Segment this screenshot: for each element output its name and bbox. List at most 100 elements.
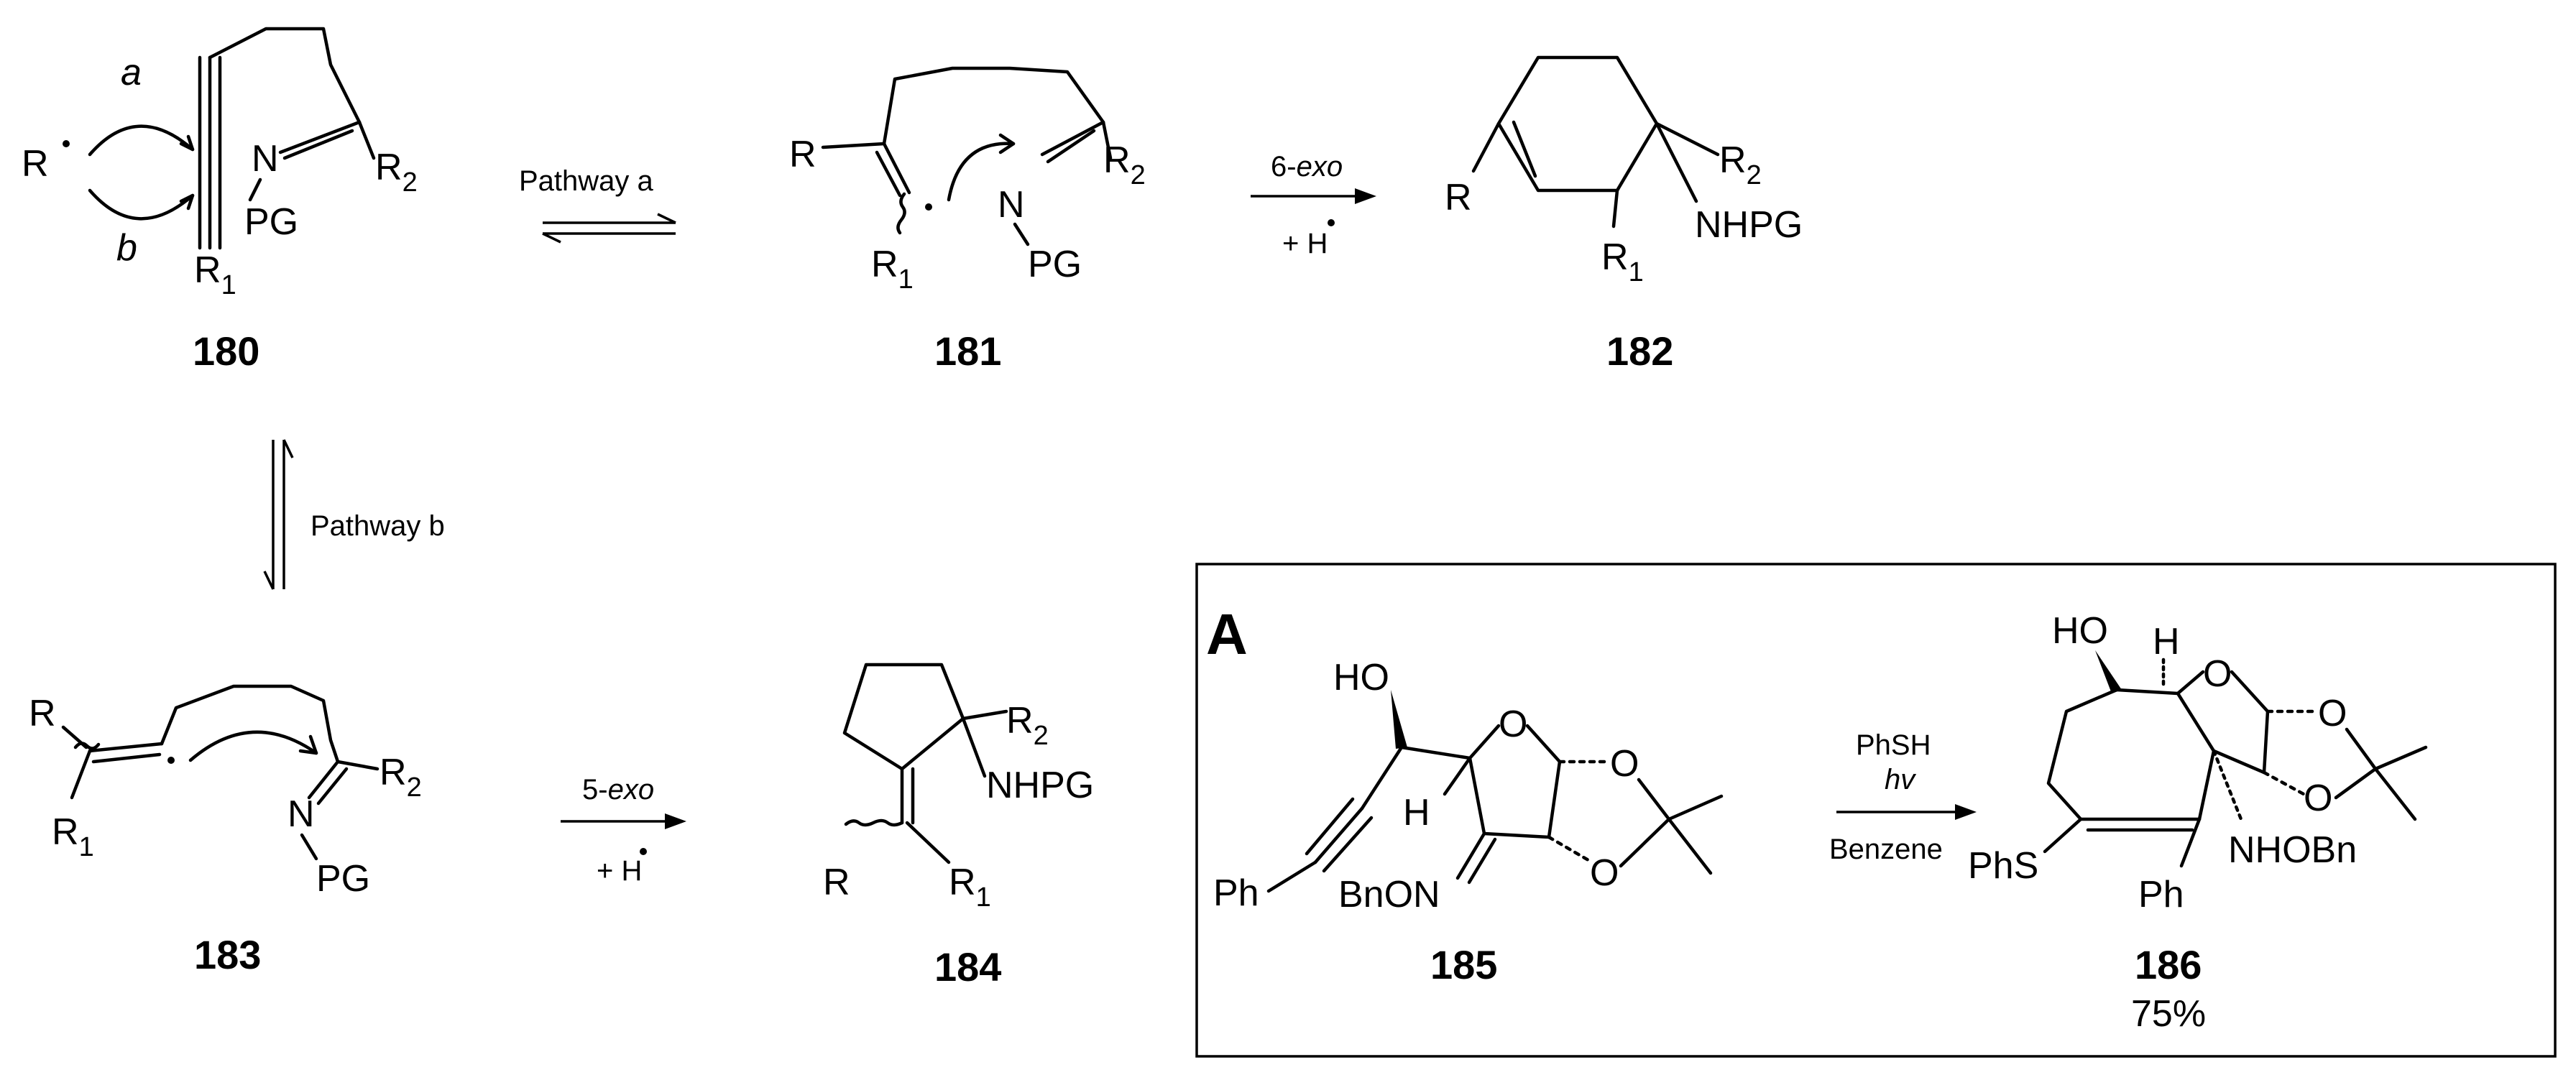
- atom-R1: R1: [194, 249, 236, 300]
- cyclohexene-ring: [1496, 55, 1659, 193]
- atom-R2: R2: [1103, 139, 1146, 190]
- cyclopentane-ring: [842, 663, 965, 771]
- bond: [2043, 817, 2083, 854]
- reagent-phsh: PhSH: [1856, 729, 1931, 761]
- radical-dot: [640, 848, 647, 855]
- atom-Ph: Ph: [2138, 874, 2184, 915]
- ring-bond: [2115, 688, 2180, 696]
- methyl-bond: [1667, 794, 1724, 821]
- compound-180: R a b N PG R2 R1 180: [22, 27, 418, 374]
- ring-bond: [1525, 724, 1562, 764]
- arrow-label-h: + H: [1282, 228, 1328, 259]
- reagent-hv: hv: [1885, 764, 1916, 795]
- bond: [1399, 745, 1472, 760]
- arrowhead: [263, 571, 275, 590]
- compound-186: HO H O O O: [1968, 610, 2428, 1035]
- label-b: b: [116, 227, 137, 269]
- reaction-arrow-5-exo: 5-exo + H: [561, 774, 686, 887]
- ring-bond: [1468, 756, 1486, 836]
- ring-bond: [2176, 691, 2216, 753]
- atom-R2: R2: [375, 147, 418, 198]
- equilibrium-arrow-a: Pathway a: [519, 165, 676, 244]
- atom-BnON: BnON: [1338, 874, 1440, 915]
- solvent-benzene: Benzene: [1829, 834, 1943, 865]
- methyl-bond: [2373, 745, 2428, 771]
- imine-bond: [278, 120, 362, 154]
- atom-N: N: [998, 184, 1025, 226]
- wavy-bond: [73, 742, 101, 750]
- curved-arrow-b: [88, 188, 195, 221]
- hashed-bond: [1547, 835, 1594, 864]
- arrowhead: [282, 439, 294, 458]
- radical-dot: [167, 757, 175, 764]
- bond: [961, 709, 1008, 721]
- atom-PhS: PhS: [1968, 845, 2038, 887]
- ring-bond: [2334, 767, 2378, 800]
- alkyne-bond: [1322, 816, 1374, 873]
- box-frame: [1195, 563, 2557, 1058]
- box-label: A: [1206, 602, 1248, 666]
- compound-number-180: 180: [193, 328, 259, 374]
- oxime-bond: [1467, 837, 1497, 885]
- atom-R1: R1: [52, 811, 94, 862]
- example-box-a: A HO Ph O H BnON O: [1195, 563, 2557, 1058]
- arrowhead-b: [179, 193, 195, 211]
- bond: [1360, 745, 1404, 811]
- arrowhead: [1955, 804, 1977, 820]
- bond: [1655, 121, 1720, 157]
- alkyl-chain: [160, 684, 340, 764]
- atom-O: O: [2318, 693, 2347, 734]
- curved-arrow: [188, 730, 318, 762]
- atom-PG: PG: [244, 201, 298, 243]
- atom-R1: R1: [871, 244, 914, 295]
- compound-number-183: 183: [194, 932, 261, 977]
- ring-bond: [1637, 778, 1671, 821]
- radical-dot: [63, 140, 70, 147]
- ring-bond: [2212, 749, 2266, 775]
- atom-O: O: [1610, 743, 1639, 785]
- compound-number-182: 182: [1606, 328, 1673, 374]
- arrowhead: [998, 133, 1016, 154]
- ring-double-bond: [1512, 120, 1537, 178]
- compound-185: HO Ph O H BnON O O: [1213, 657, 1724, 987]
- alkene-bond: [88, 742, 164, 753]
- alkyne-bond: [1305, 797, 1355, 856]
- ring-bond: [1468, 724, 1501, 760]
- atom-R: R: [22, 143, 49, 185]
- bond: [248, 177, 262, 202]
- ring-bond: [1482, 831, 1551, 839]
- bond: [1266, 860, 1317, 893]
- curved-arrow-a: [88, 124, 195, 157]
- hashed-bond: [2212, 749, 2245, 825]
- wavy-bond: [844, 818, 904, 827]
- atom-R: R: [29, 693, 56, 734]
- arrowhead: [665, 813, 686, 829]
- bond: [1611, 188, 1619, 229]
- imine-bond: [316, 767, 349, 806]
- arrow-label-6-exo: 6-exo: [1271, 151, 1343, 183]
- ring-bond: [2345, 727, 2378, 771]
- yield-186: 75%: [2131, 993, 2206, 1035]
- compound-182: R R1 R2 NHPG 182: [1445, 55, 1803, 374]
- alkyl-chain: [882, 66, 1105, 146]
- bond: [70, 749, 92, 800]
- arrowhead: [657, 213, 676, 224]
- compound-number-186: 186: [2135, 942, 2202, 987]
- methyl-bond: [1667, 817, 1713, 875]
- imine-bond: [282, 129, 354, 160]
- wavy-bond: [896, 192, 906, 235]
- compound-183: R N PG R2 R1 183: [29, 684, 422, 977]
- atom-H: H: [1403, 792, 1430, 834]
- alkyl-chain: [208, 27, 362, 124]
- compound-184: R2 NHPG R R1 184: [823, 663, 1094, 989]
- atom-R1: R1: [1601, 236, 1644, 287]
- atom-N: N: [288, 793, 315, 835]
- hashed-bond: [2262, 770, 2306, 796]
- bond: [1101, 120, 1113, 160]
- ring-bond: [2176, 670, 2205, 696]
- atom-O: O: [2203, 653, 2232, 695]
- reaction-arrow-a: PhSH hv Benzene: [1829, 729, 1977, 865]
- alkene-bond: [882, 142, 911, 195]
- arrowhead: [298, 734, 318, 755]
